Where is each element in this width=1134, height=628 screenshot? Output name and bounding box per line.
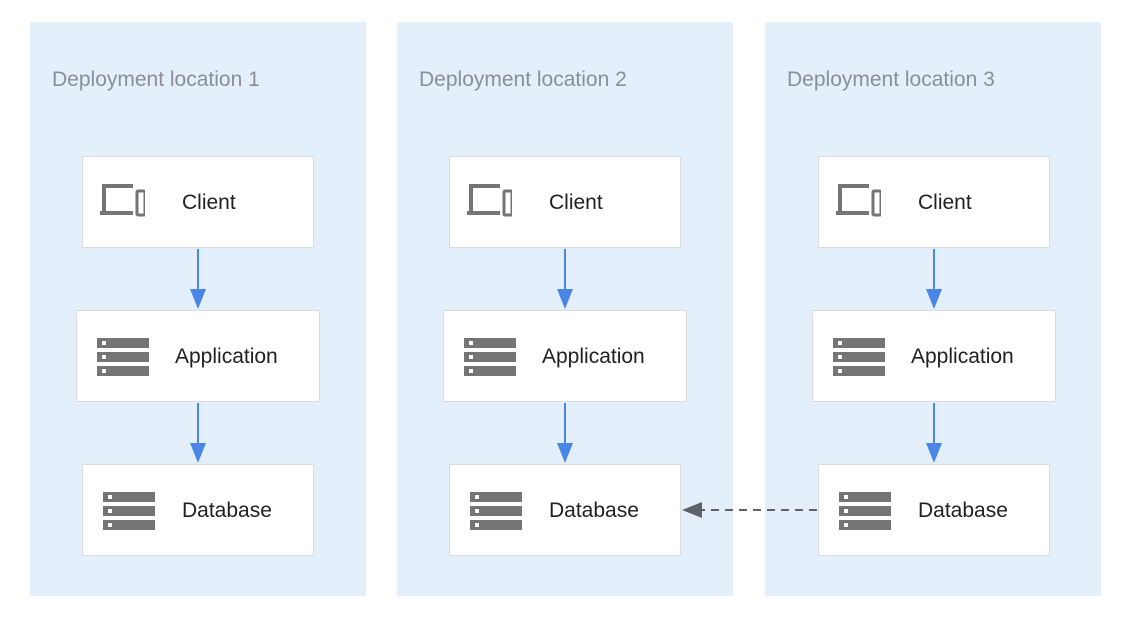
client-node: Client xyxy=(449,156,681,248)
laptop-phone-icon xyxy=(467,184,512,217)
node-label: Database xyxy=(182,499,272,522)
laptop-phone-icon xyxy=(836,184,881,217)
node-label: Client xyxy=(182,191,236,214)
application-node: Application xyxy=(812,310,1056,402)
server-stack-icon xyxy=(833,338,885,376)
node-label: Client xyxy=(918,191,972,214)
node-label: Application xyxy=(911,345,1014,368)
database-node: Database xyxy=(82,464,314,556)
database-node: Database xyxy=(449,464,681,556)
node-label: Database xyxy=(549,499,639,522)
region-title: Deployment location 1 xyxy=(52,68,260,91)
server-stack-icon xyxy=(470,492,522,530)
region-title: Deployment location 3 xyxy=(787,68,995,91)
server-stack-icon xyxy=(97,338,149,376)
application-node: Application xyxy=(443,310,687,402)
client-node: Client xyxy=(818,156,1050,248)
client-node: Client xyxy=(82,156,314,248)
node-label: Client xyxy=(549,191,603,214)
server-stack-icon xyxy=(839,492,891,530)
node-label: Application xyxy=(175,345,278,368)
laptop-phone-icon xyxy=(100,184,145,217)
node-label: Application xyxy=(542,345,645,368)
database-node: Database xyxy=(818,464,1050,556)
server-stack-icon xyxy=(464,338,516,376)
region-title: Deployment location 2 xyxy=(419,68,627,91)
server-stack-icon xyxy=(103,492,155,530)
node-label: Database xyxy=(918,499,1008,522)
application-node: Application xyxy=(76,310,320,402)
